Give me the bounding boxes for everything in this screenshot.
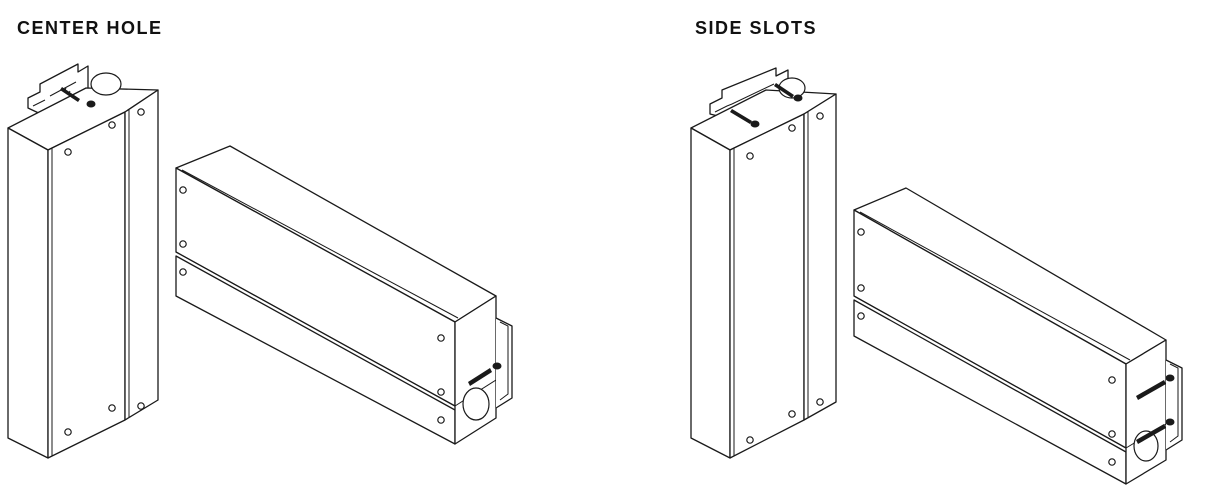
center-hole-illustration xyxy=(7,63,513,459)
panel-side-slots: SIDE SLOTS xyxy=(616,0,1232,494)
side-slots-illustration xyxy=(690,67,1183,485)
panel-title-center-hole: CENTER HOLE xyxy=(17,18,163,38)
vertical-box xyxy=(7,63,159,459)
horizontal-box xyxy=(175,145,513,445)
panel-title-side-slots: SIDE SLOTS xyxy=(695,18,818,38)
center-hole xyxy=(90,72,122,96)
mounting-screw xyxy=(60,87,96,108)
horizontal-box xyxy=(853,187,1183,485)
panel-center-hole: CENTER HOLE xyxy=(7,18,513,459)
end-hole xyxy=(462,387,490,421)
vertical-box xyxy=(690,67,837,459)
